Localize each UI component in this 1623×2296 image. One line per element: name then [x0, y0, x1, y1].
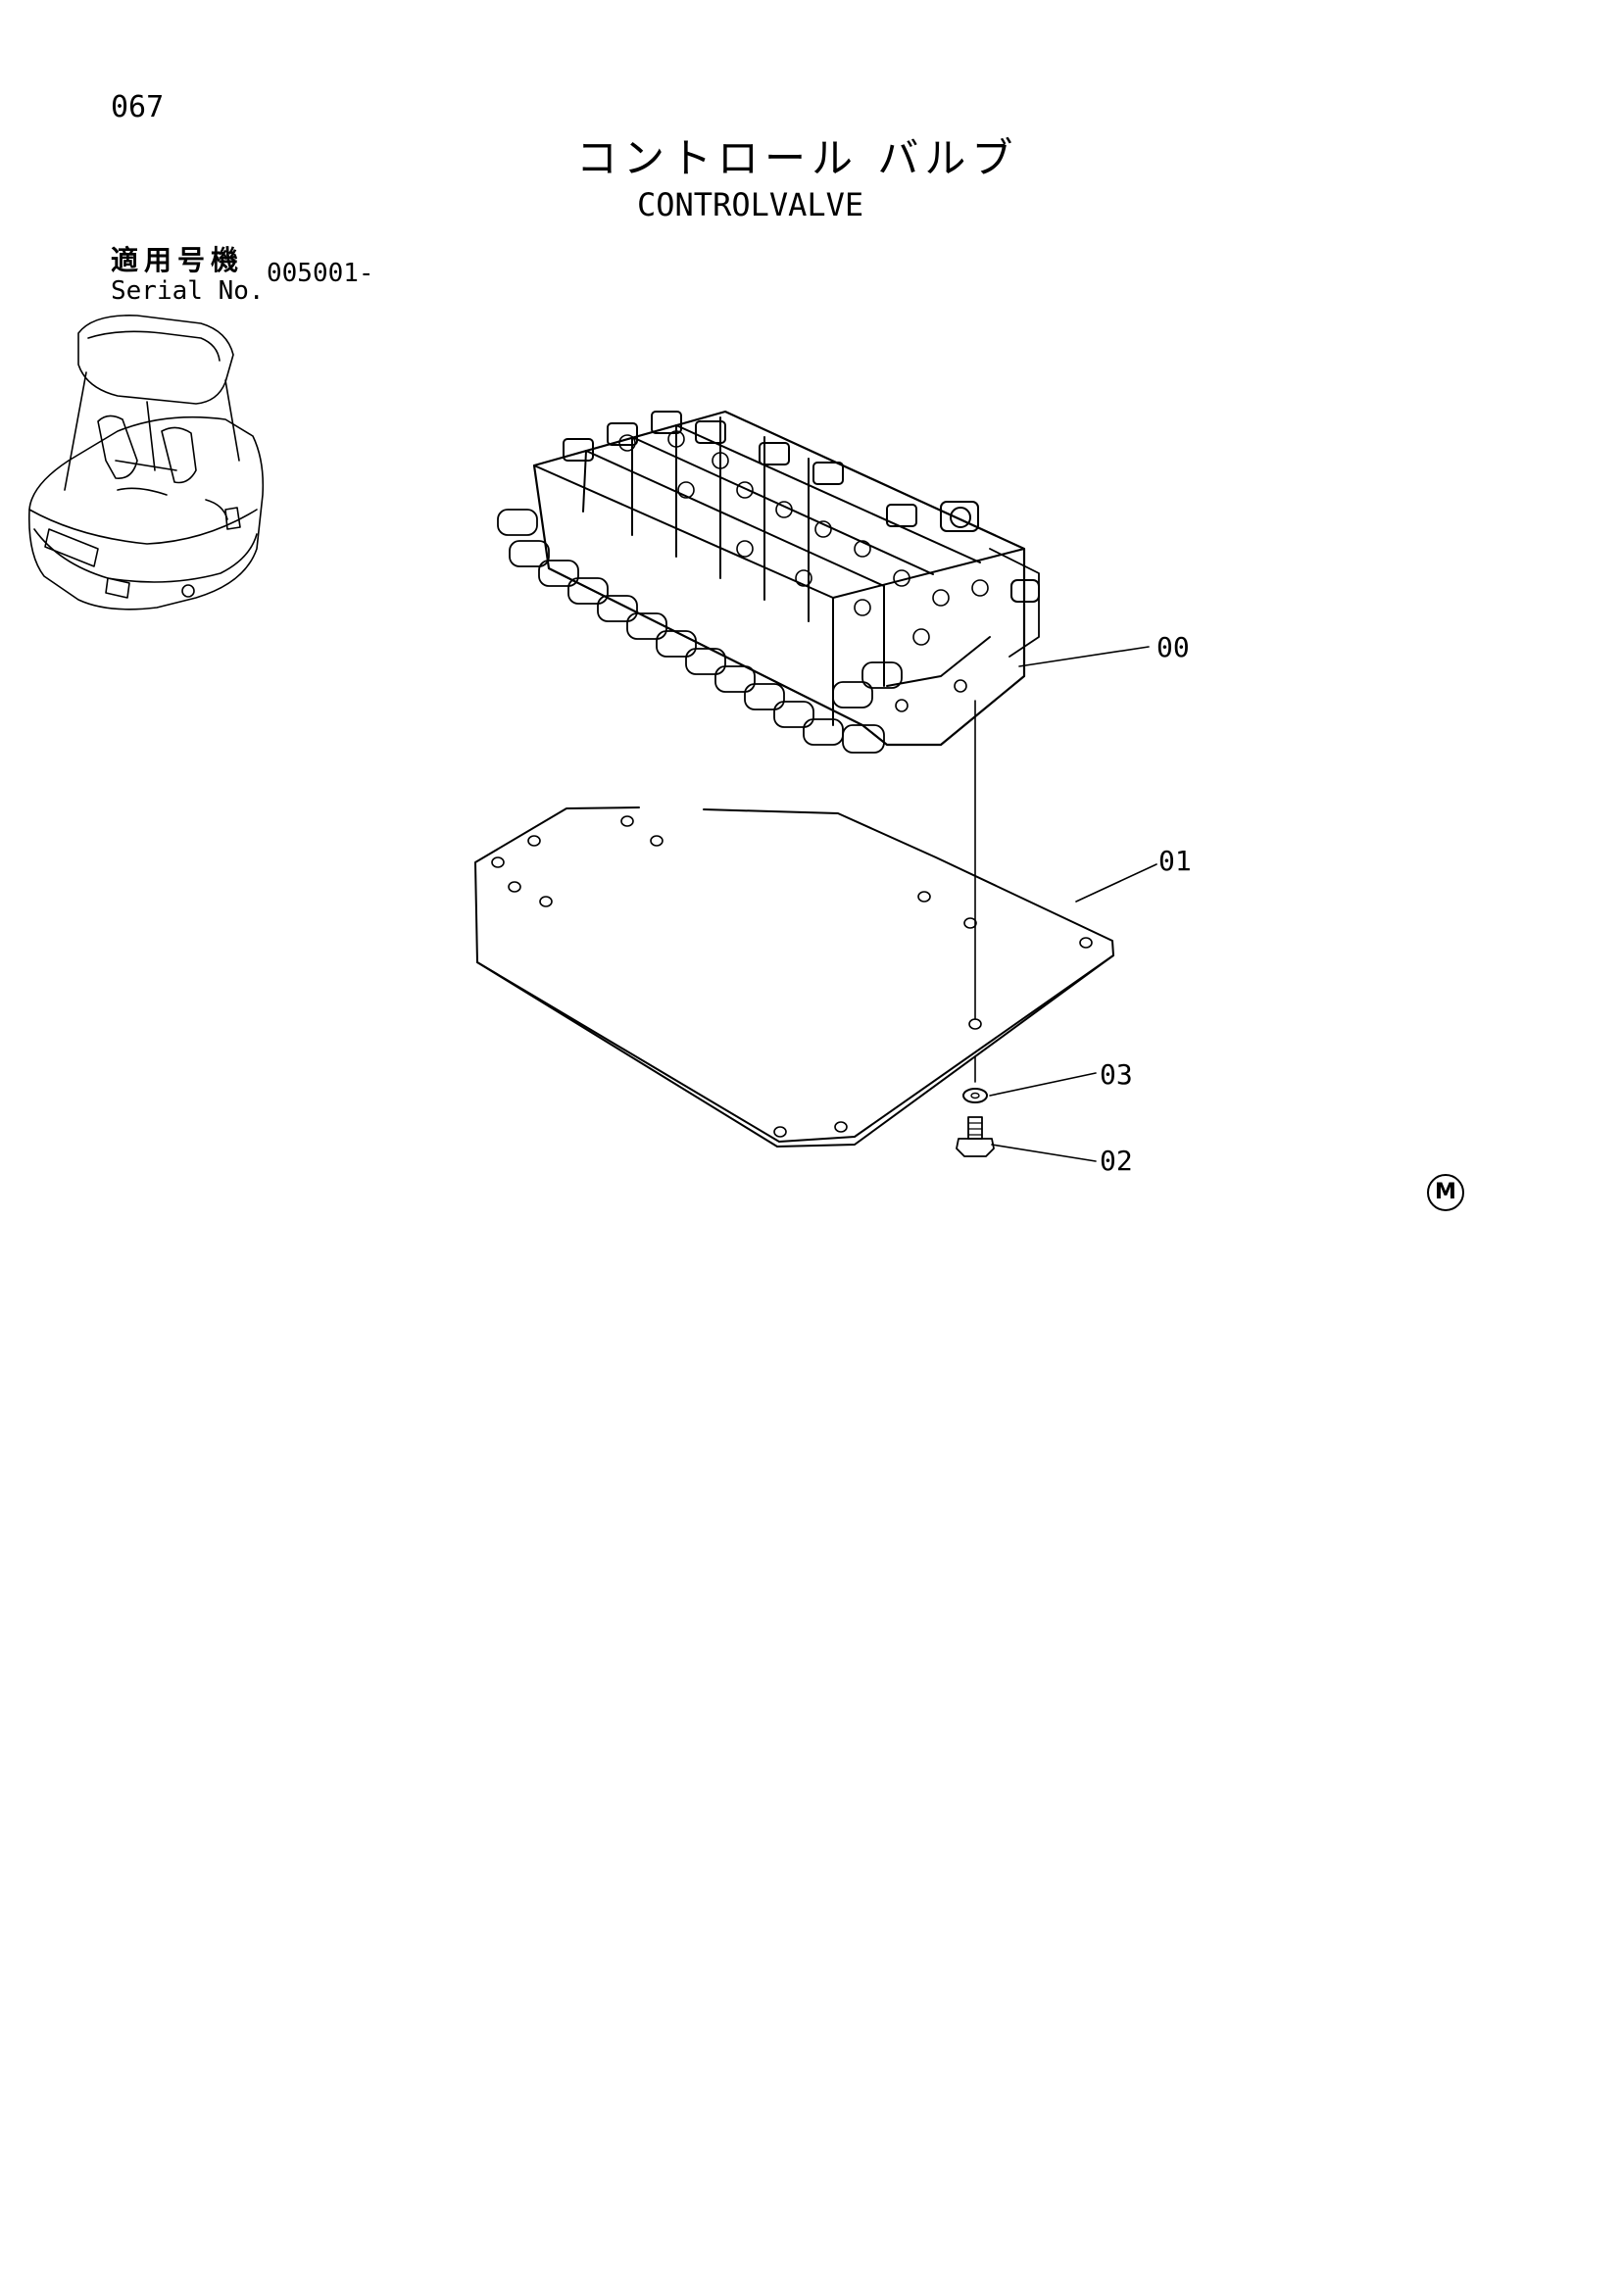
mounting-plate	[474, 806, 1114, 1148]
serial-label-japanese: 適用号機	[111, 244, 245, 276]
leader-line-00	[1018, 646, 1150, 667]
m-mark-symbol: M	[1427, 1174, 1464, 1211]
washer	[962, 1088, 988, 1103]
serial-label: Serial No.	[111, 276, 265, 306]
page-title: CONTROLVALVE	[637, 186, 864, 223]
excavator-thumbnail	[27, 315, 265, 611]
page-title-japanese: コントロール バルブ	[576, 134, 1019, 182]
page-number: 067	[111, 90, 165, 124]
leader-line-01	[1075, 863, 1157, 903]
leader-line-03	[989, 1072, 1097, 1097]
control-valve-assembly	[497, 410, 1040, 754]
serial-value: 005001-	[267, 259, 374, 288]
callout-00: 00	[1156, 631, 1190, 663]
callout-01: 01	[1158, 845, 1192, 877]
callout-03: 03	[1100, 1058, 1133, 1091]
callout-02: 02	[1100, 1145, 1133, 1177]
bolt	[956, 1116, 995, 1157]
leader-line-02	[991, 1144, 1097, 1162]
